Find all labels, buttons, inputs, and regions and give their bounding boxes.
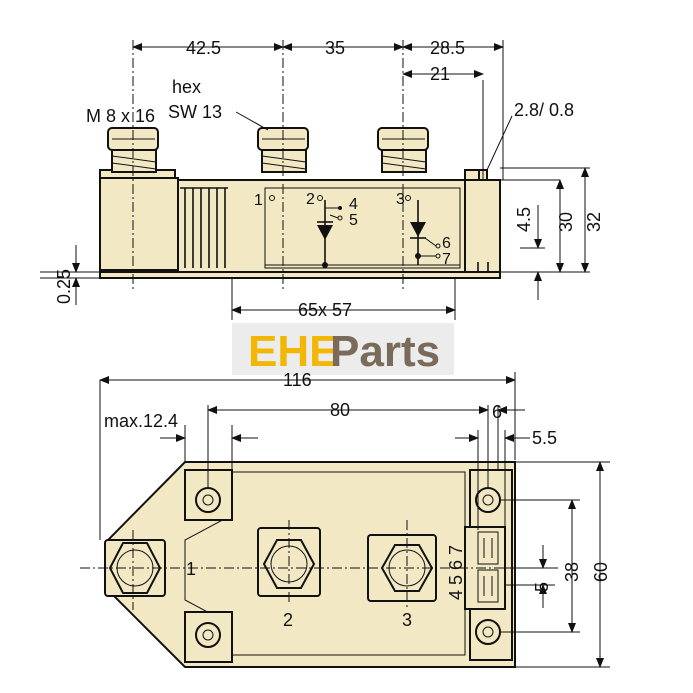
watermark-logo: EHE Parts [232, 323, 454, 376]
pin-label-1: 1 [254, 192, 263, 209]
logo-parts: Parts [330, 327, 440, 376]
dim-80: 80 [330, 400, 350, 420]
pin-label-6: 6 [442, 235, 451, 252]
side-view: 1 2 4 5 3 6 7 42.5 35 28.5 21 M 8 x 16 h… [40, 38, 604, 320]
left-terminal-block [99, 177, 179, 271]
pin-label-2: 2 [306, 191, 315, 208]
pin-label-3: 3 [396, 191, 405, 208]
dim-5: 5 [532, 582, 552, 592]
dim-42-5: 42.5 [186, 38, 221, 58]
terminal-label-2: 2 [283, 610, 293, 630]
dim-30: 30 [556, 212, 576, 232]
diode-schematic [265, 195, 460, 268]
dim-5-5: 5.5 [532, 428, 557, 448]
dim-65x57: 65x 57 [298, 300, 352, 320]
pin-label-4: 4 [349, 196, 358, 213]
dim-32: 32 [584, 212, 604, 232]
dim-116: 116 [283, 370, 312, 390]
bolt-2 [257, 127, 309, 173]
cooling-fins [180, 187, 228, 268]
schematic-window [264, 187, 461, 269]
terminal-label-1: 1 [186, 559, 196, 579]
dim-60: 60 [591, 562, 611, 582]
dim-max-12-4: max.12.4 [104, 411, 178, 431]
bolt-label: M 8 x 16 [86, 106, 155, 126]
housing-side [99, 169, 501, 273]
terminal-label-3: 3 [402, 610, 412, 630]
hex-label: hex [172, 77, 201, 97]
top-view: 1 2 3 4 5 6 7 116 80 6 max.12.4 5.5 60 [80, 370, 611, 668]
sw-label: SW 13 [168, 102, 222, 122]
dim-38: 38 [562, 562, 582, 582]
dim-0-25: 0.25 [54, 269, 74, 304]
pin-label-7: 7 [442, 251, 451, 268]
aux-pin-labels: 4 5 6 7 [446, 545, 466, 600]
pin-label-5: 5 [349, 212, 358, 229]
dim-28-5: 28.5 [430, 38, 465, 58]
dim-6: 6 [492, 402, 502, 422]
dim-2-8-0-8: 2.8/ 0.8 [514, 100, 574, 120]
dim-21: 21 [430, 64, 450, 84]
logo-ehe: EHE [248, 327, 338, 376]
dim-4-5: 4.5 [514, 207, 534, 232]
dim-35: 35 [325, 38, 345, 58]
right-connector-block [464, 179, 501, 273]
